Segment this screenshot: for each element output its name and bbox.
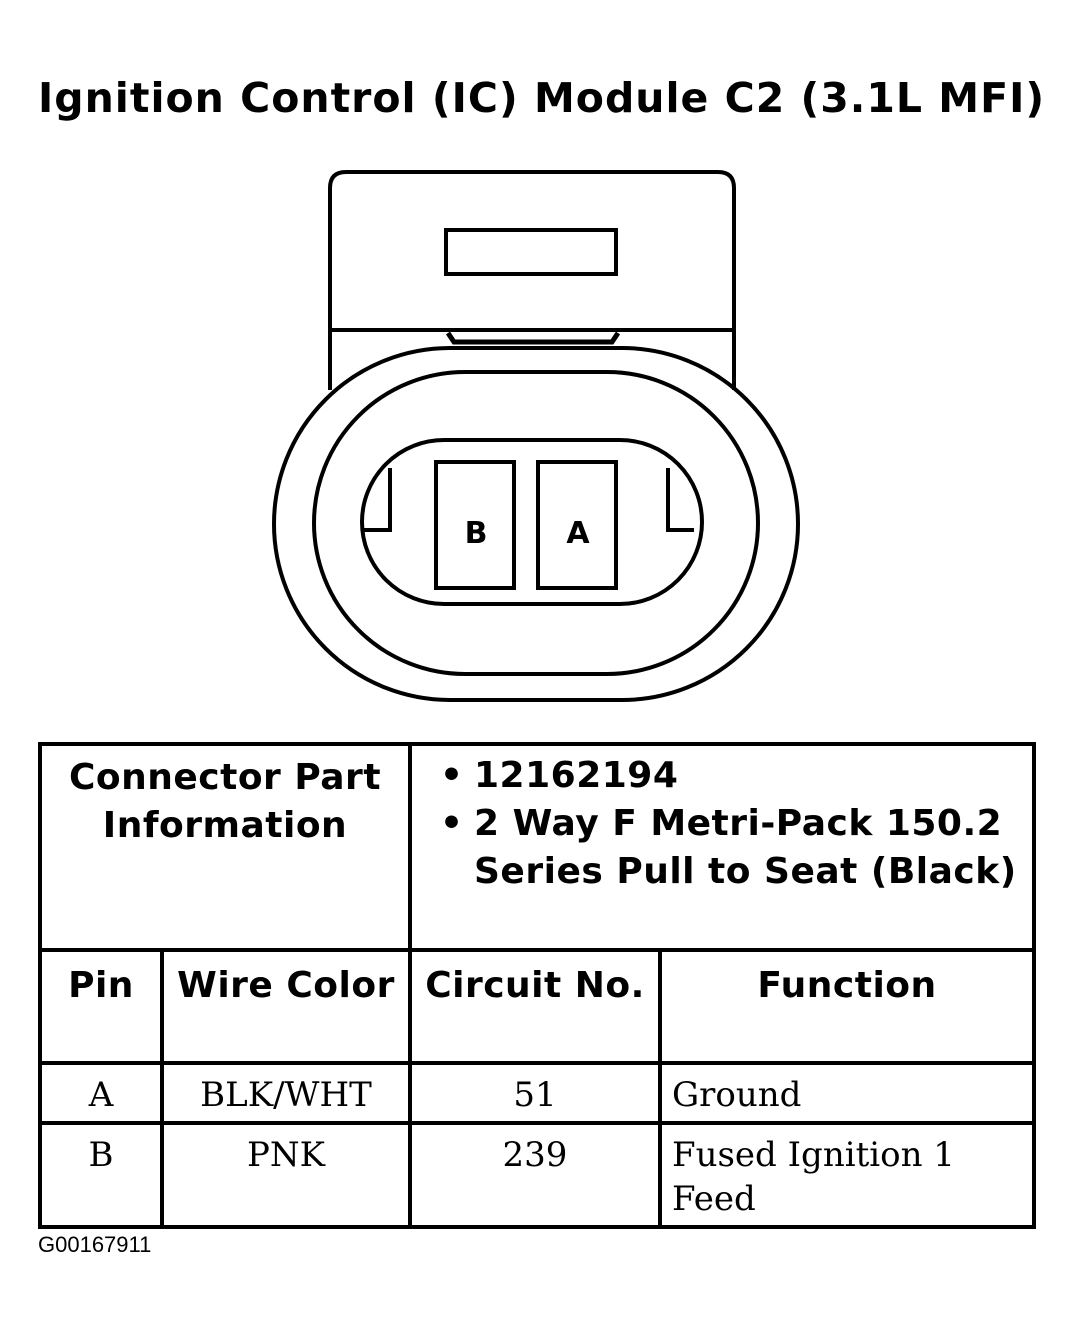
header-function: Function (657, 948, 1037, 1065)
pin-b-label: B (465, 516, 488, 551)
connector-cavity (360, 438, 704, 606)
connector-face-drawing: B A (272, 170, 800, 702)
part-info-cell: 12162194 2 Way F Metri-Pack 150.2 Series… (407, 742, 1037, 952)
part-description: 2 Way F Metri-Pack 150.2 Series Pull to … (440, 800, 1032, 896)
connector-lock-housing (328, 170, 736, 390)
row-a-function: Ground (657, 1061, 1037, 1125)
connector-cavity-key-right (666, 468, 694, 532)
row-b-wire-color: PNK (160, 1121, 412, 1229)
header-wire-color: Wire Color (160, 948, 412, 1065)
connector-inner-shell (312, 370, 760, 676)
connector-cavity-key-left (364, 468, 392, 532)
table-row: B PNK 239 Fused Ignition 1 Feed (38, 1121, 1037, 1229)
row-a-pin: A (38, 1061, 164, 1125)
row-b-circuit: 239 (408, 1121, 662, 1229)
diagram-title: Ignition Control (IC) Module C2 (3.1L MF… (38, 74, 1046, 122)
connector-outer-shell (272, 346, 800, 702)
row-a-circuit: 51 (408, 1061, 662, 1125)
row-b-function: Fused Ignition 1 Feed (657, 1121, 1037, 1229)
pin-b-terminal (434, 460, 516, 590)
pin-a-label: A (566, 516, 590, 551)
header-circuit: Circuit No. (408, 948, 662, 1065)
part-info-list: 12162194 2 Way F Metri-Pack 150.2 Series… (412, 746, 1032, 896)
table-row: A BLK/WHT 51 Ground (38, 1061, 1037, 1125)
figure-id: G00167911 (38, 1232, 152, 1257)
row-a-wire-color: BLK/WHT (160, 1061, 412, 1125)
table-header-row: Pin Wire Color Circuit No. Function (38, 948, 1037, 1065)
part-info-label: Connector Part Information (38, 742, 412, 952)
row-b-pin: B (38, 1121, 164, 1229)
connector-lock-ridge (445, 331, 621, 345)
part-info-row: Connector Part Information 12162194 2 Wa… (38, 742, 1037, 952)
connector-info-table: Connector Part Information 12162194 2 Wa… (38, 742, 1037, 1229)
connector-lock-slot (444, 228, 618, 276)
header-pin: Pin (38, 948, 164, 1065)
part-number: 12162194 (440, 752, 1032, 800)
pin-a-terminal (536, 460, 618, 590)
